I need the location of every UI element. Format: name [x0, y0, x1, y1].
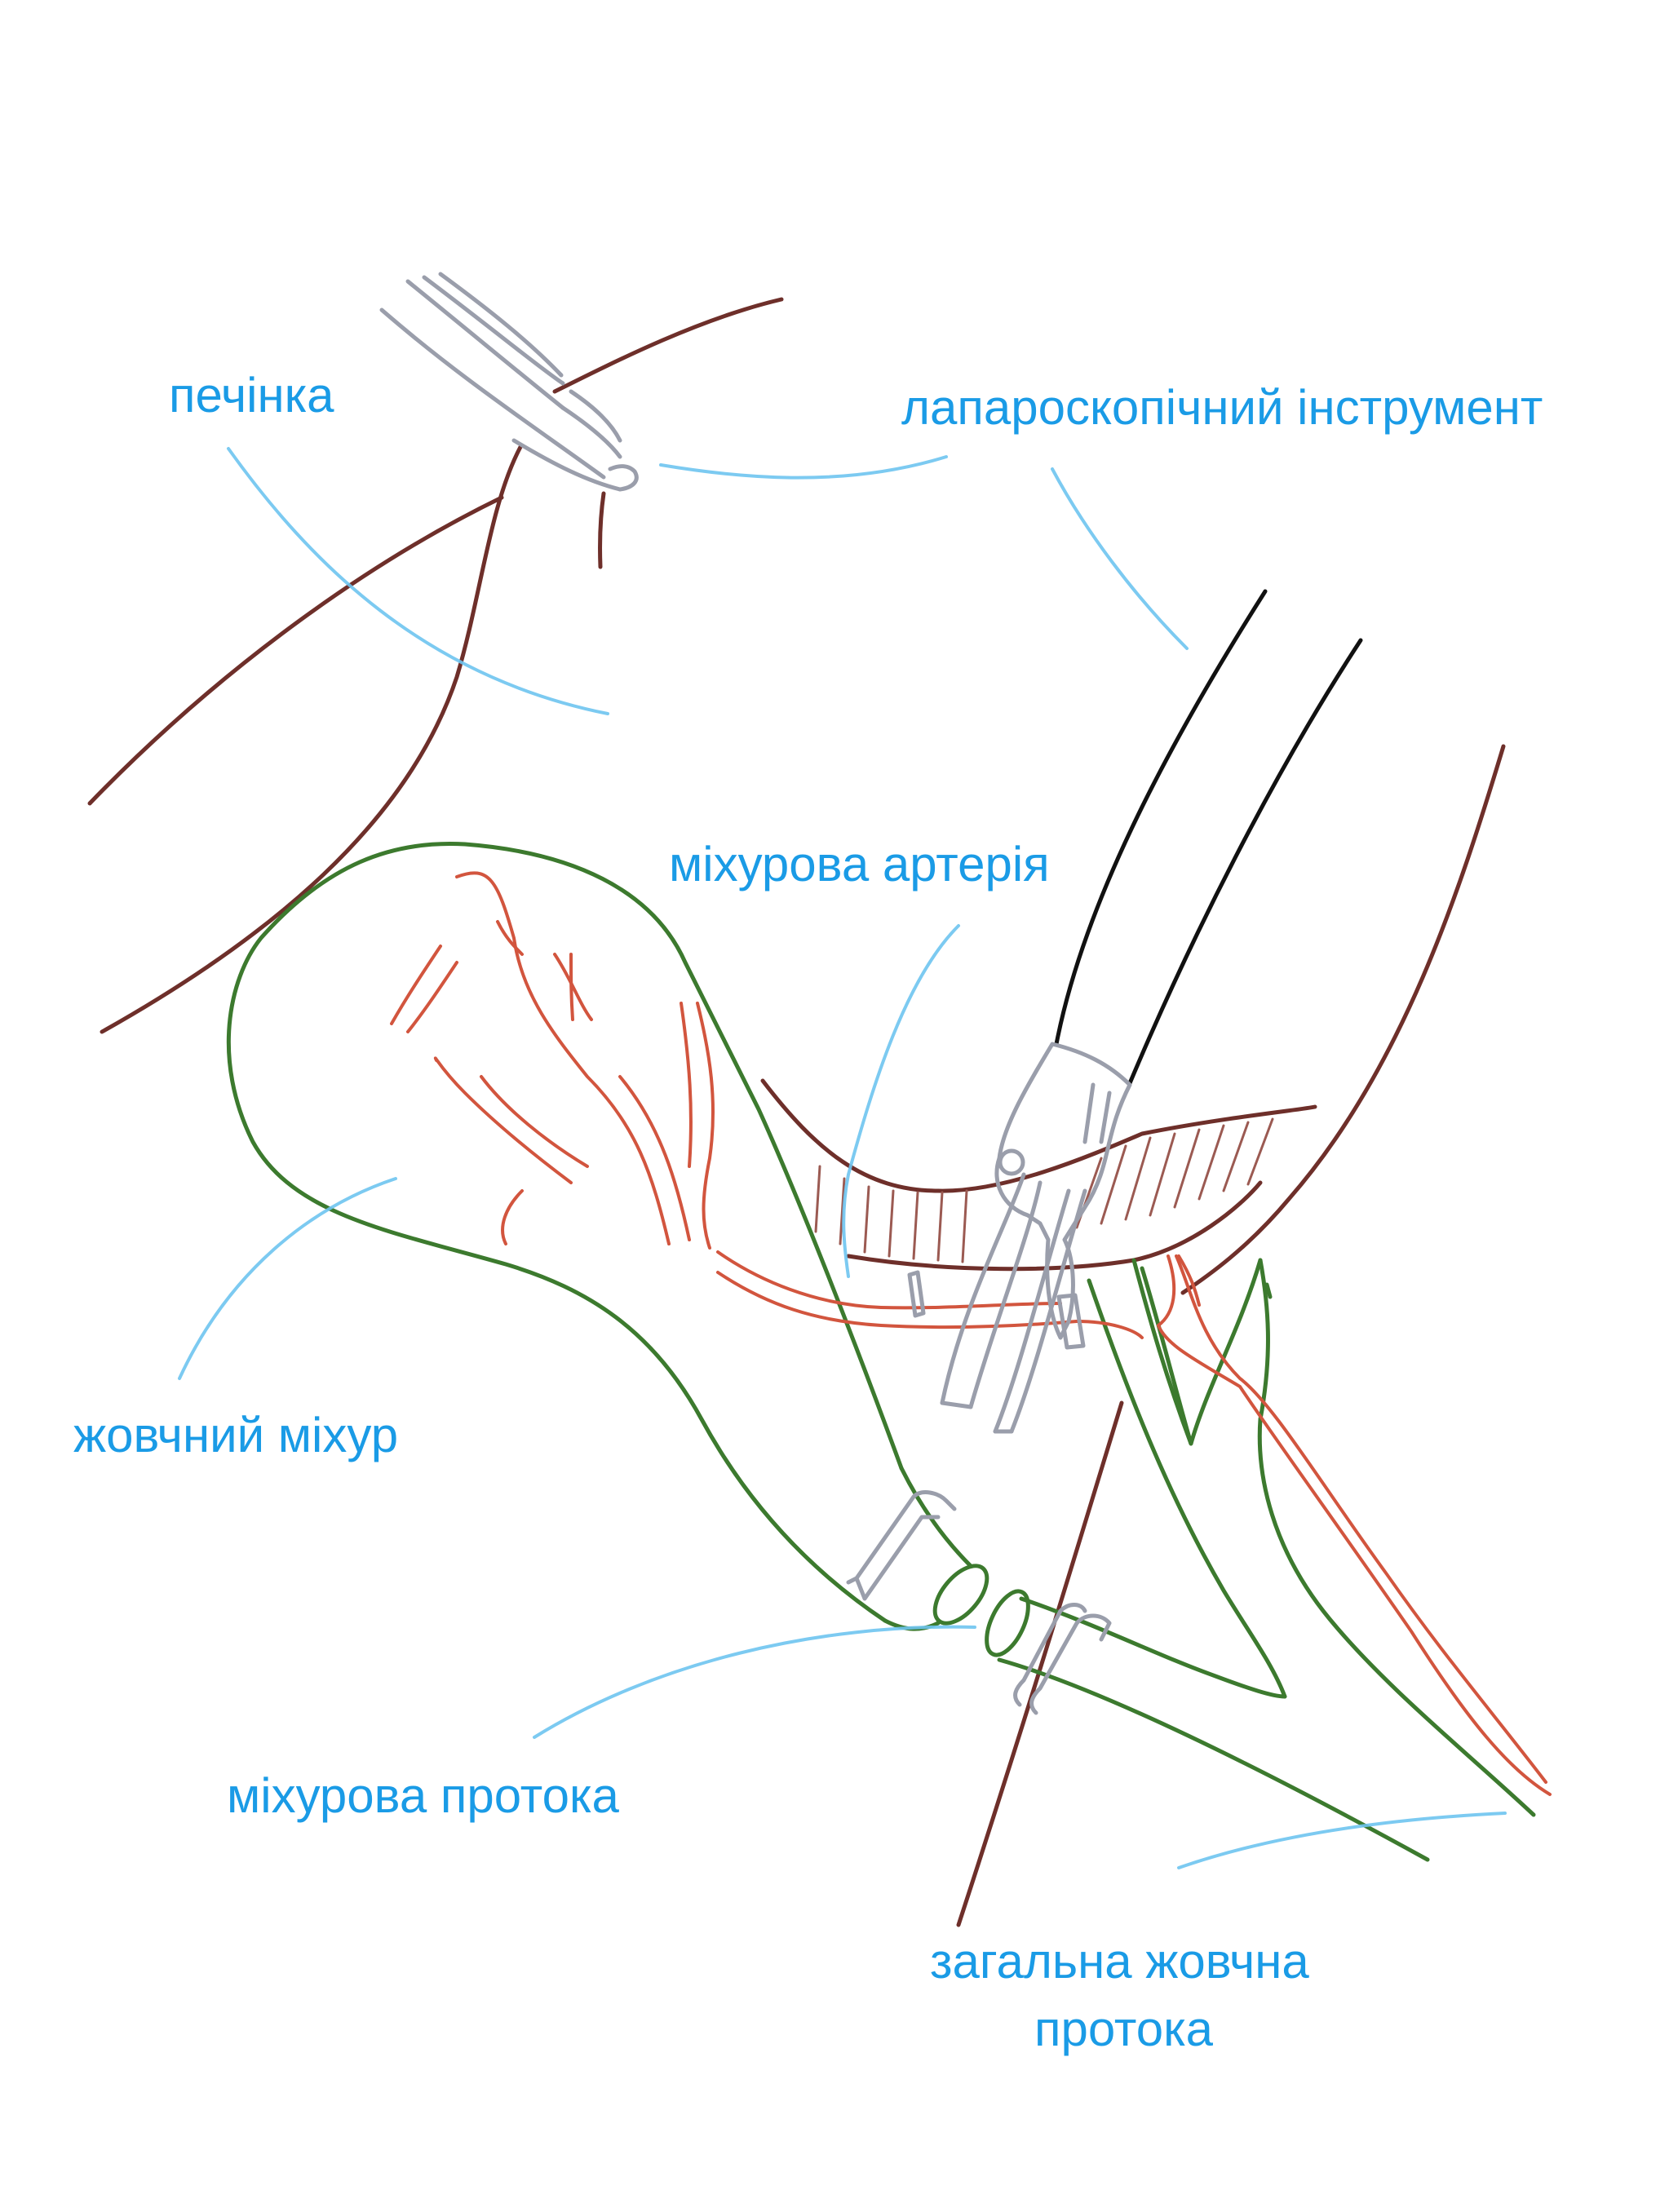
labels: печінка лапароскопічний інструмент міхур… — [73, 368, 1543, 2056]
hepatic-duct-small-tick — [1264, 1282, 1273, 1299]
instrument-shaft-right — [1127, 638, 1363, 1086]
cystic-duct-clip-upper — [854, 1490, 957, 1581]
leader-instrument — [1051, 467, 1189, 650]
leader-liver — [227, 447, 609, 715]
cystic-duct-clip-lower-2 — [1029, 1613, 1112, 1715]
liver-outline — [87, 297, 1506, 1927]
instrument-pivot — [998, 1148, 1025, 1176]
artery-branch-3 — [501, 1189, 524, 1245]
artery-branch-2 — [433, 1056, 573, 1184]
artery-branch-2b — [480, 1075, 589, 1168]
surgical-clips — [846, 1270, 1112, 1715]
artery-clip-2 — [1056, 1293, 1086, 1350]
artery-branch-1 — [455, 871, 671, 1245]
right-hepatic-artery — [1157, 1254, 1552, 1796]
label-gallbladder: жовчний міхур — [73, 1408, 398, 1462]
artery-main-top — [716, 1250, 1062, 1310]
artery-branch-7 — [696, 1002, 715, 1250]
leader-instrument-top — [659, 455, 948, 480]
label-common-bile-duct-line2: протока — [1034, 2002, 1214, 2056]
cystic-duct-stump-upper — [899, 1466, 973, 1568]
label-cystic-duct: міхурова протока — [227, 1768, 620, 1823]
artery-branch-4 — [390, 945, 442, 1025]
hepatocystic-triangle-bottom — [846, 1180, 1263, 1272]
hepatic-duct-branch — [1140, 1258, 1263, 1446]
artery-clip-1 — [907, 1270, 926, 1318]
liver-edge-upper-left — [87, 495, 504, 806]
leader-cystic-artery — [842, 924, 960, 1278]
triangle-hatching — [814, 1117, 1274, 1263]
liver-edge-small — [597, 491, 606, 569]
label-liver: печінка — [169, 368, 334, 422]
common-bile-duct-right — [1257, 1258, 1536, 1817]
right-hepatic-artery-2 — [1175, 1254, 1547, 1784]
cystic-duct-cut-end-upper — [932, 1564, 989, 1626]
clip-applier-instrument — [940, 589, 1363, 1434]
leader-gallbladder — [178, 1177, 397, 1380]
cystic-duct-remaining-bottom — [997, 1657, 1430, 1862]
instrument-shaft-left — [1054, 589, 1268, 1046]
gallbladder — [226, 841, 1536, 1862]
artery-branch-4b — [406, 961, 458, 1033]
cystic-duct-clip-lower-1 — [1013, 1603, 1087, 1707]
artery-branch-5 — [553, 953, 593, 1021]
grasper-instrument — [379, 272, 639, 492]
label-laparoscopic-instrument: лапароскопічний інструмент — [901, 380, 1543, 435]
artery-upper-branch — [1177, 1254, 1201, 1307]
common-bile-duct-left — [1087, 1278, 1287, 1699]
liver-edge-top — [552, 297, 784, 394]
leader-lines — [178, 447, 1507, 1869]
artery-branch-1b — [618, 1075, 691, 1241]
artery-main-bottom — [716, 1271, 1078, 1329]
leader-cystic-duct — [533, 1625, 976, 1739]
cystic-duct-cut-end-lower — [985, 1589, 1030, 1657]
liver-edge-main — [100, 445, 523, 1034]
label-common-bile-duct-line1: загальна жовчна — [930, 1934, 1309, 1989]
label-cystic-artery: міхурова артерія — [669, 837, 1050, 891]
hepatocystic-triangle-top — [760, 1078, 1317, 1193]
leader-common-bile-duct — [1177, 1812, 1507, 1869]
cystic-artery — [390, 871, 1552, 1796]
artery-branch-6 — [569, 953, 574, 1021]
liver-edge-lower — [956, 1400, 1124, 1927]
liver-edge-right — [1180, 744, 1506, 1295]
artery-branch-8 — [496, 920, 524, 956]
cystic-duct-remaining-top — [1019, 1596, 1287, 1699]
artery-branch-7b — [680, 1002, 693, 1168]
gallbladder-outline — [226, 841, 904, 1623]
artery-to-right — [1075, 1320, 1144, 1339]
